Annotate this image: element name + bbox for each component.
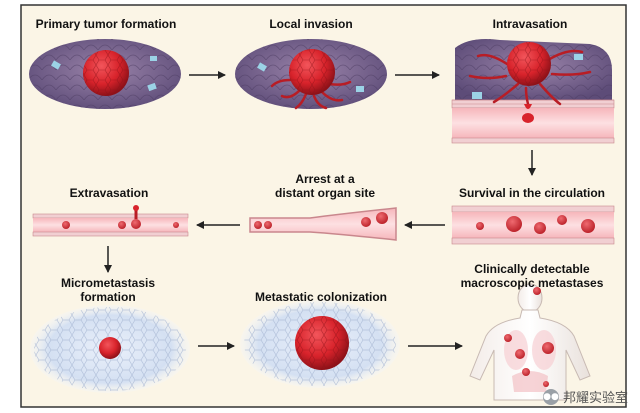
label-local-invasion: Local invasion	[269, 17, 353, 31]
circulation-vessel-illustration	[451, 205, 615, 245]
local-invasion-illustration	[235, 39, 387, 110]
label-micrometastasis-line2: formation	[80, 290, 136, 304]
arrest-vessel-illustration	[249, 207, 397, 241]
intravasation-illustration	[451, 39, 615, 144]
label-clinical-line1: Clinically detectable	[474, 262, 590, 276]
label-clinical: Clinically detectable macroscopic metast…	[446, 262, 618, 290]
label-micrometastasis-line1: Micrometastasis	[60, 276, 156, 290]
label-clinical-line2: macroscopic metastases	[460, 276, 604, 290]
extravasation-illustration	[32, 205, 189, 237]
micrometastasis-illustration	[30, 305, 190, 393]
label-arrest: Arrest at a distant organ site	[255, 172, 395, 200]
watermark: ●● 邦耀实验室	[542, 387, 628, 406]
label-primary-tumor: Primary tumor formation	[35, 17, 177, 31]
label-arrest-line1: Arrest at a	[295, 172, 355, 186]
label-survival-circulation: Survival in the circulation	[458, 186, 606, 200]
label-colonization: Metastatic colonization	[254, 290, 388, 304]
label-arrest-line2: distant organ site	[274, 186, 375, 200]
wechat-icon: ●●	[542, 388, 559, 405]
watermark-text: 邦耀实验室	[562, 391, 628, 406]
primary-tumor-illustration	[29, 39, 181, 109]
label-extravasation: Extravasation	[69, 186, 149, 200]
label-intravasation: Intravasation	[492, 17, 568, 31]
colonization-illustration	[240, 300, 400, 388]
label-micrometastasis: Micrometastasis formation	[38, 276, 178, 304]
human-figure-illustration	[469, 283, 591, 401]
